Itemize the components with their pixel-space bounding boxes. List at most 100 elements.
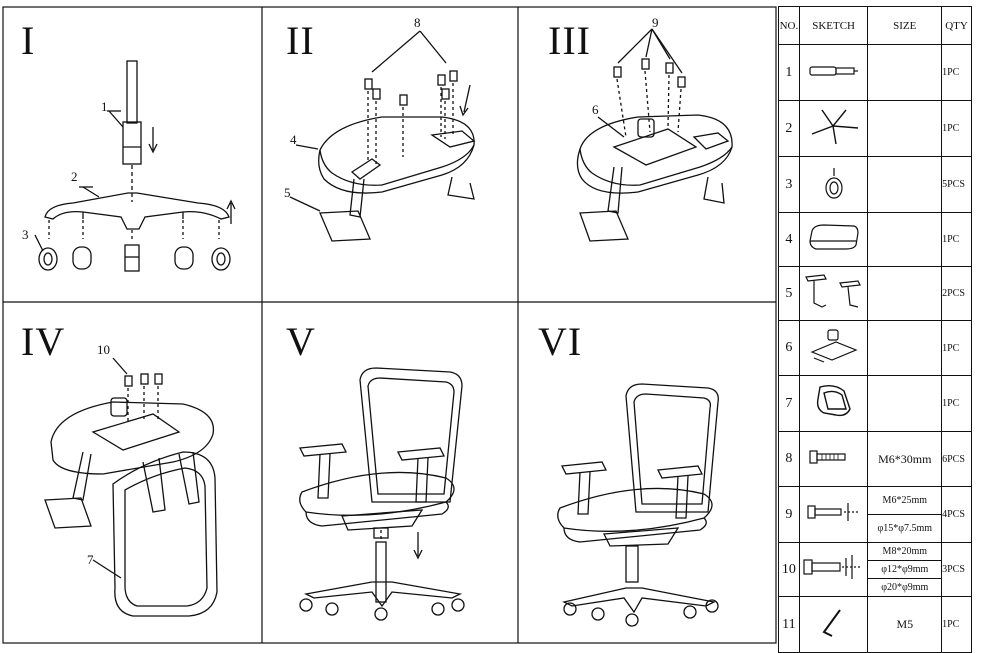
row-no: 7 xyxy=(778,375,800,432)
callout-1: 1 xyxy=(101,99,108,114)
step-3-panel: III 9 6 xyxy=(518,7,776,302)
row-qty: 1PC xyxy=(941,212,972,267)
base xyxy=(562,587,717,614)
step-3-drawing xyxy=(576,28,733,242)
row-size xyxy=(867,100,943,157)
table-row: 5 2PCS xyxy=(778,266,972,321)
allen-key-icon xyxy=(798,596,869,653)
table-row: 2 1PC xyxy=(778,100,972,157)
armrest-right xyxy=(396,447,446,461)
step-4-numeral: IV xyxy=(21,319,66,364)
step-1-numeral: I xyxy=(21,18,36,63)
size-line: φ15*φ7.5mm xyxy=(868,514,942,542)
parts-list-table: NO. SKETCH SIZE QTY 1 1PC 2 1PC 3 5PCS 4 xyxy=(778,6,972,653)
step-6-panel: VI xyxy=(518,302,776,643)
table-row: 3 5PCS xyxy=(778,156,972,213)
table-row: 4 1PC xyxy=(778,212,972,267)
row-size xyxy=(867,212,943,267)
bolt-icon xyxy=(798,431,869,487)
gas-lift-body xyxy=(122,121,142,165)
gas-cylinder-icon xyxy=(798,44,869,101)
bolt-double-washer-icon xyxy=(798,542,869,597)
callout-10: 10 xyxy=(97,342,110,357)
size-line: φ12*φ9mm xyxy=(868,560,942,578)
row-no: 9 xyxy=(778,486,800,543)
callout-6: 6 xyxy=(592,102,599,117)
star-base-icon xyxy=(798,100,869,157)
gas-lift-rod xyxy=(126,60,138,124)
size-line: φ20*φ9mm xyxy=(868,578,942,596)
row-size xyxy=(867,44,943,101)
row-no: 4 xyxy=(778,212,800,267)
step-6-drawing xyxy=(557,383,719,627)
backrest-icon xyxy=(798,375,869,432)
armrest-left xyxy=(298,443,348,457)
row-no: 2 xyxy=(778,100,800,157)
step-5-drawing xyxy=(298,367,465,621)
header-sketch: SKETCH xyxy=(798,6,869,45)
backrest-mesh xyxy=(625,383,719,513)
step-2-drawing xyxy=(289,30,476,242)
row-no: 3 xyxy=(778,156,800,213)
step-4-drawing xyxy=(44,357,218,617)
row-qty: 3PCS xyxy=(941,542,972,597)
table-row: 1 1PC xyxy=(778,44,972,101)
step-3-numeral: III xyxy=(548,18,591,63)
row-no: 11 xyxy=(778,596,800,653)
table-row: 7 1PC xyxy=(778,375,972,432)
table-row: 9 M6*25mm φ15*φ7.5mm 4PCS xyxy=(778,486,972,543)
row-no: 5 xyxy=(778,266,800,321)
row-qty: 1PC xyxy=(941,320,972,376)
header-qty: QTY xyxy=(941,6,972,45)
armrest-pad-left xyxy=(319,210,371,242)
step-2-numeral: II xyxy=(286,18,315,63)
seat-cushion-icon xyxy=(798,212,869,267)
row-qty: 1PC xyxy=(941,596,972,653)
table-row: 8 M6*30mm 6PCS xyxy=(778,431,972,487)
row-qty: 4PCS xyxy=(941,486,972,543)
table-row: 6 1PC xyxy=(778,320,972,376)
row-size: M5 xyxy=(867,596,943,653)
tilt-mechanism xyxy=(612,128,698,166)
tilt-mechanism-icon xyxy=(798,320,869,376)
table-header-row: NO. SKETCH SIZE QTY xyxy=(778,6,972,45)
callout-5: 5 xyxy=(284,185,291,200)
header-size: SIZE xyxy=(867,6,943,45)
step-5-numeral: V xyxy=(286,319,316,364)
row-size xyxy=(867,375,943,432)
star-base xyxy=(44,192,230,230)
row-qty: 6PCS xyxy=(941,431,972,487)
armrest-pair-icon xyxy=(798,266,869,321)
row-no: 10 xyxy=(778,542,800,597)
size-line: M6*25mm xyxy=(882,495,927,506)
step-1-panel: I 1 2 3 xyxy=(3,7,262,302)
step-2-panel: II 8 4 5 xyxy=(262,7,518,302)
step-5-panel: V xyxy=(262,302,518,643)
row-size: M6*25mm φ15*φ7.5mm xyxy=(867,486,943,543)
callout-7: 7 xyxy=(87,552,94,567)
row-qty: 1PC xyxy=(941,375,972,432)
seat-assembly xyxy=(50,401,215,475)
size-line: M8*20mm xyxy=(882,546,927,557)
bolt-washer-icon xyxy=(798,486,869,543)
table-row: 11 M5 1PC xyxy=(778,596,972,653)
row-qty: 1PC xyxy=(941,44,972,101)
caster-wheel-icon xyxy=(798,156,869,213)
callout-2: 2 xyxy=(71,169,78,184)
backrest-mesh xyxy=(359,367,463,503)
armrest-right xyxy=(656,465,704,479)
row-size xyxy=(867,156,943,213)
callout-8: 8 xyxy=(414,15,421,30)
armrest-left xyxy=(560,461,608,475)
step-4-panel: IV 10 7 xyxy=(3,302,262,643)
callout-4: 4 xyxy=(290,132,297,147)
row-qty: 5PCS xyxy=(941,156,972,213)
step-6-numeral: VI xyxy=(538,319,583,364)
row-no: 1 xyxy=(778,44,800,101)
row-qty: 1PC xyxy=(941,100,972,157)
row-size xyxy=(867,266,943,321)
